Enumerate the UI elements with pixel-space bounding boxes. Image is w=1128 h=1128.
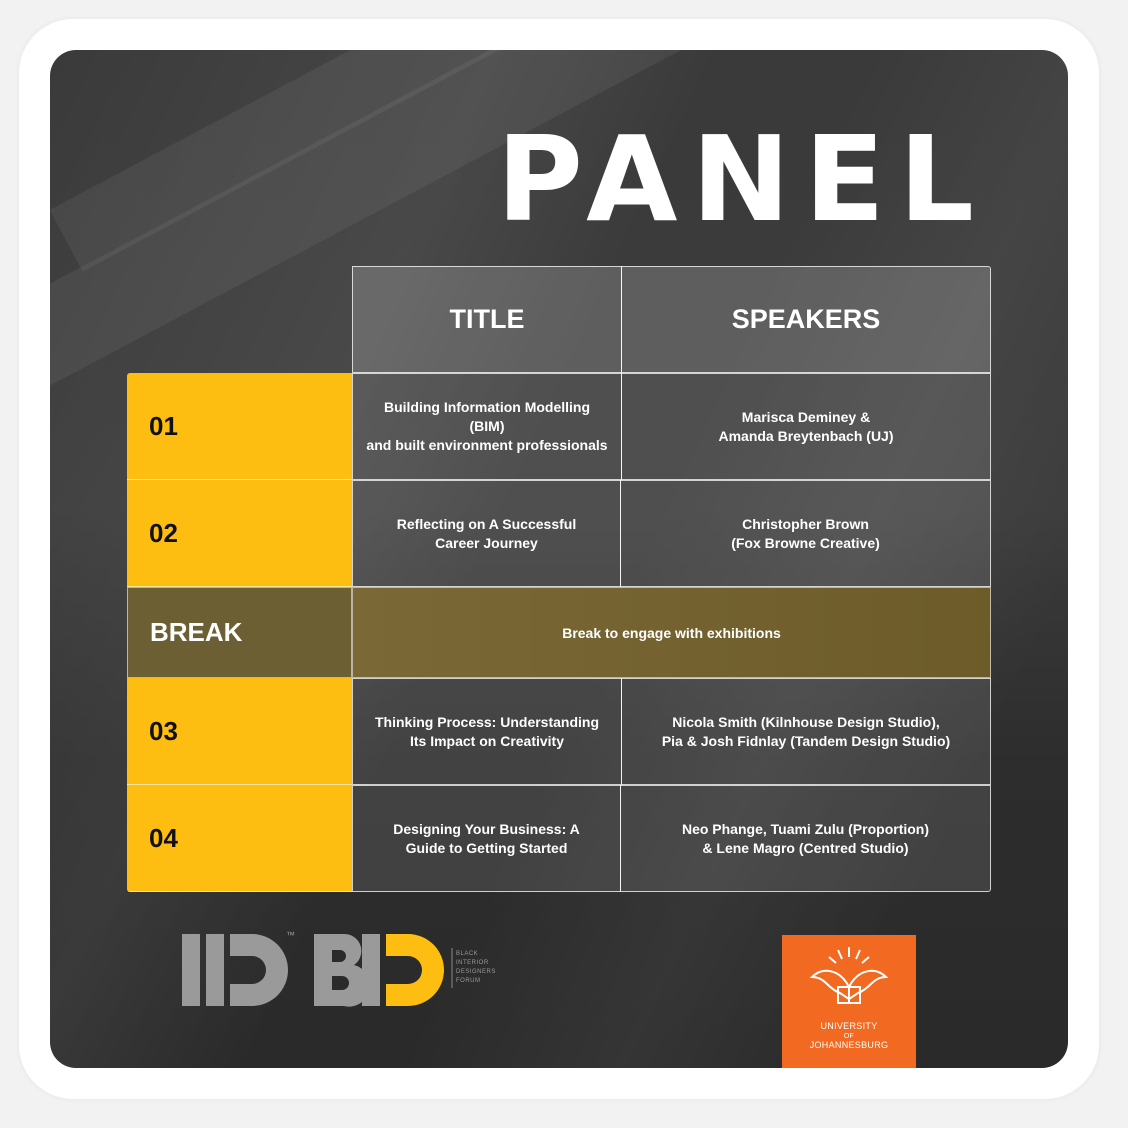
uj-logo: UNIVERSITY OF JOHANNESBURG: [782, 935, 916, 1068]
iid-bid-logos: ™ BLACK INTERIOR DESIGNERS FORUM: [180, 930, 510, 1010]
row-number: 02: [127, 480, 352, 587]
session-title: Thinking Process: Understanding Its Impa…: [352, 678, 622, 785]
row-number: 04: [127, 785, 352, 892]
session-title: Designing Your Business: A Guide to Gett…: [352, 785, 621, 892]
row-number: 03: [127, 678, 352, 785]
panel-card: PANEL TITLE SPEAKERS 01 Building Informa…: [50, 50, 1068, 1068]
trademark-mark: ™: [286, 930, 295, 940]
column-header-speakers: SPEAKERS: [621, 266, 991, 373]
break-label: BREAK: [127, 587, 352, 678]
session-title: Building Information Modelling (BIM) and…: [352, 373, 622, 480]
break-description: Break to engage with exhibitions: [352, 587, 991, 678]
page-title: PANEL: [496, 110, 988, 248]
session-title: Reflecting on A Successful Career Journe…: [352, 480, 621, 587]
session-speakers: Marisca Deminey & Amanda Breytenbach (UJ…: [621, 373, 991, 480]
uj-name-line1: UNIVERSITY: [820, 1021, 878, 1031]
column-header-title: TITLE: [352, 266, 622, 373]
session-speakers: Nicola Smith (Kilnhouse Design Studio), …: [621, 678, 991, 785]
bid-caption: BLACK INTERIOR DESIGNERS FORUM: [456, 951, 496, 984]
uj-name-line3: JOHANNESBURG: [809, 1040, 889, 1050]
session-speakers: Neo Phange, Tuami Zulu (Proportion) & Le…: [620, 785, 991, 892]
row-number: 01: [127, 373, 352, 480]
session-speakers: Christopher Brown (Fox Browne Creative): [620, 480, 991, 587]
uj-crest-icon: [809, 947, 889, 1004]
uj-name-line2: OF: [843, 1033, 855, 1040]
iid-logo-icon: [182, 933, 453, 1007]
